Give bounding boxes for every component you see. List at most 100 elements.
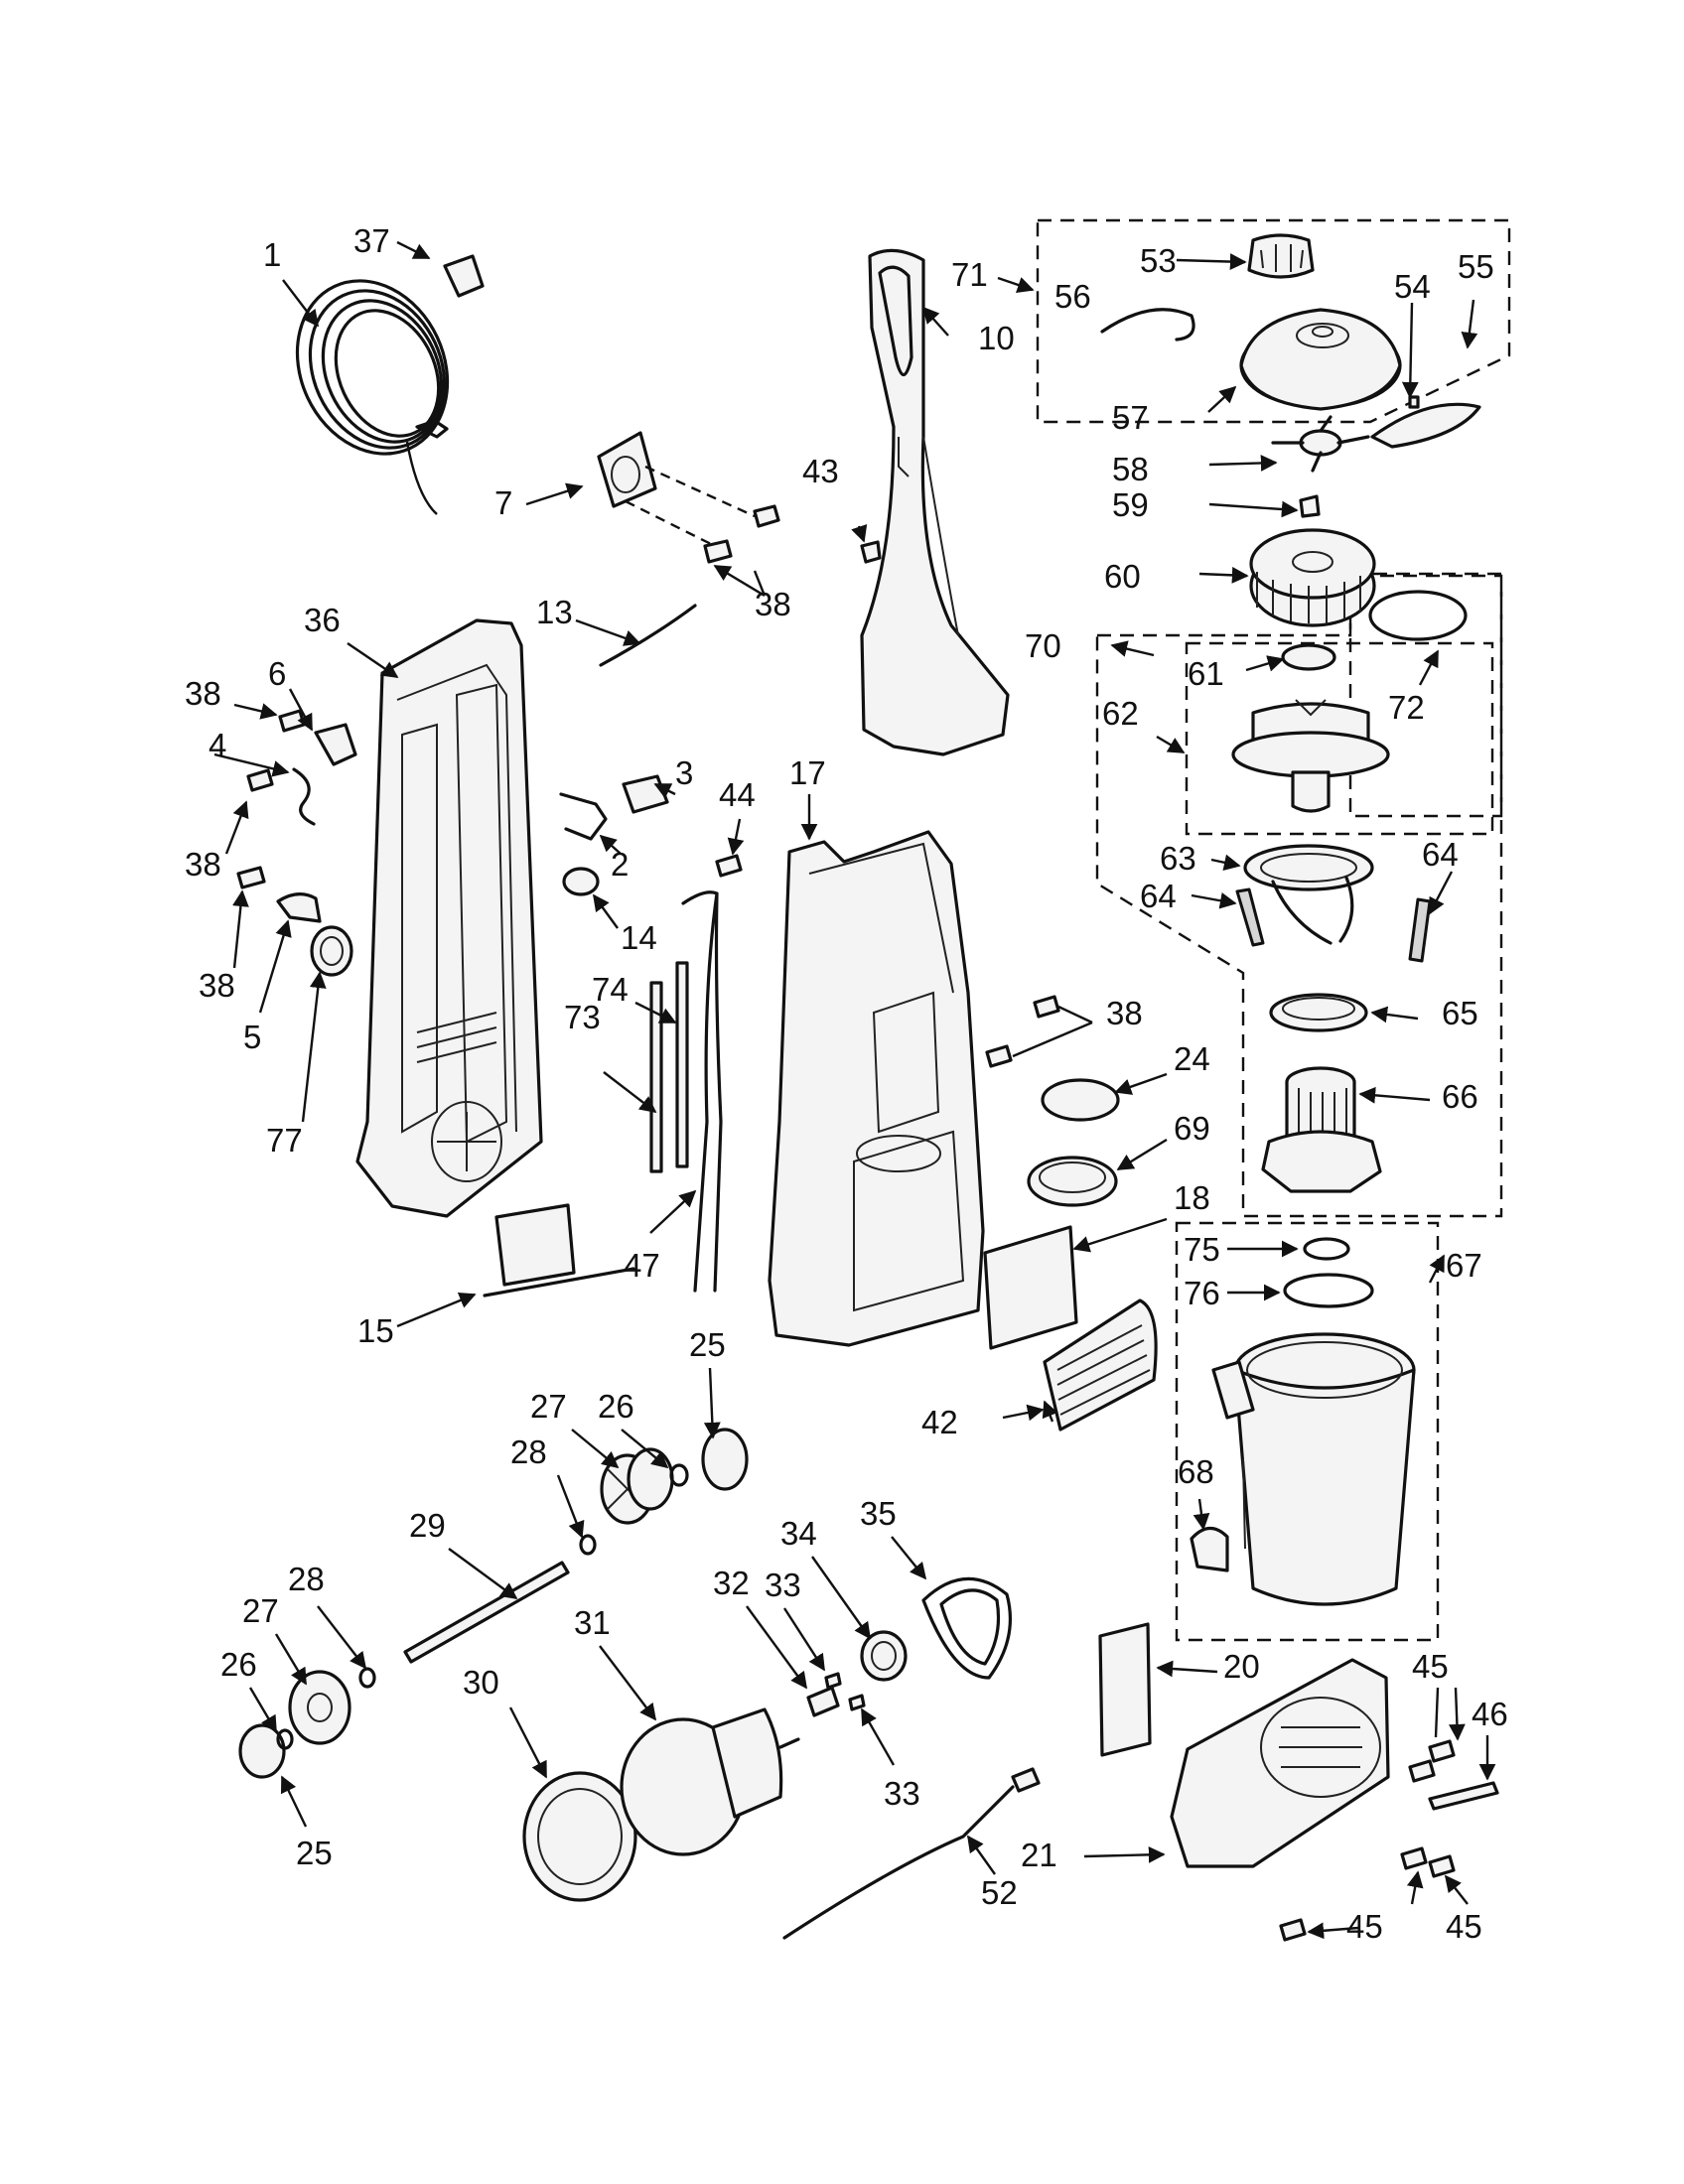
callout-42: 42 [921,1404,958,1440]
callout-30: 30 [463,1664,499,1701]
bracket-2 [559,792,608,841]
handle [860,248,1010,756]
callout-58: 58 [1112,451,1149,487]
callout-60: 60 [1104,558,1141,595]
callout-6: 6 [268,655,286,692]
screw-45b [1408,1759,1436,1783]
callout-74: 74 [592,971,629,1008]
screw-33a [824,1672,842,1690]
knob-77 [310,925,353,977]
callout-18: 18 [1174,1179,1210,1216]
screw-45a [1428,1739,1456,1763]
front-housing [768,830,985,1347]
callout-34: 34 [780,1515,817,1552]
grille-42 [1043,1298,1158,1432]
screw-45e [1279,1918,1307,1942]
callout-64a: 64 [1140,878,1177,914]
filter-66 [1261,1066,1382,1193]
holder-32 [806,1686,840,1717]
box-assembly-71 [1036,218,1511,424]
callout-45a: 45 [1412,1648,1449,1685]
callout-38a: 38 [185,675,221,712]
callout-67: 67 [1446,1247,1482,1284]
clip-6 [314,723,357,766]
callout-70: 70 [1025,627,1061,664]
callout-36: 36 [304,602,341,638]
callout-26a: 26 [598,1388,634,1425]
screw-59 [1299,494,1321,518]
callout-43: 43 [802,453,839,489]
spider-58 [1271,415,1370,473]
motor-housing-21 [1170,1658,1390,1868]
callout-66: 66 [1442,1078,1478,1115]
ring-65 [1269,993,1368,1032]
strip-64b [1408,897,1432,963]
callout-77: 77 [266,1122,303,1159]
callout-64b: 64 [1422,836,1459,873]
callout-75: 75 [1184,1231,1220,1268]
screw-33b [848,1694,866,1711]
callout-25a: 25 [689,1326,726,1363]
ring-61 [1281,643,1336,671]
callout-55: 55 [1458,248,1494,285]
cyclone-top-57 [1239,308,1402,411]
strip-46 [1428,1781,1499,1811]
plate-20 [1098,1622,1152,1757]
ring-69 [1027,1156,1118,1207]
callout-labels: 1 2 3 4 5 6 7 10 13 14 15 17 18 20 21 24… [185,222,1508,1945]
wire-52 [782,1767,1041,1940]
callout-54: 54 [1394,268,1431,305]
motor-31 [620,1707,800,1856]
hose-47 [681,890,723,1293]
callout-4: 4 [209,727,226,763]
callout-15: 15 [357,1312,394,1349]
callout-47: 47 [624,1247,660,1284]
callout-38d: 38 [755,586,791,622]
filter-24 [1041,1078,1120,1122]
callout-52: 52 [981,1874,1018,1911]
wire-nut [443,254,485,298]
callout-7: 7 [494,484,512,521]
screw-43 [860,540,882,564]
callout-33b: 33 [884,1775,920,1812]
leaders [213,240,1496,1940]
wire-13 [599,604,697,667]
callout-28a: 28 [510,1433,547,1470]
screw-38b [246,768,274,792]
callout-57: 57 [1112,399,1149,436]
latch-68 [1190,1526,1229,1572]
cap-34 [860,1630,908,1682]
callout-46: 46 [1472,1696,1508,1732]
callout-1: 1 [263,236,281,273]
callout-71: 71 [951,256,988,293]
box-assembly-70 [1095,574,1503,1218]
callout-31: 31 [574,1604,611,1641]
callout-35: 35 [860,1495,897,1532]
power-cord [295,279,450,515]
separator-62 [1231,699,1390,813]
ring-14 [562,867,600,896]
callout-24: 24 [1174,1040,1210,1077]
callout-32: 32 [713,1565,750,1601]
strip-64a [1235,887,1265,947]
screw-45c [1400,1846,1428,1870]
callout-69: 69 [1174,1110,1210,1147]
collar-63 [1243,844,1374,945]
clip-54 [1408,395,1420,409]
callout-27b: 27 [242,1592,279,1629]
callout-38e: 38 [1106,995,1143,1031]
callout-3: 3 [675,754,693,791]
callout-65: 65 [1442,995,1478,1031]
callout-10: 10 [978,320,1015,356]
callout-38b: 38 [185,846,221,883]
callout-62: 62 [1102,695,1139,732]
callout-63: 63 [1160,840,1196,877]
screw-38a [278,709,306,733]
callout-72: 72 [1388,689,1425,726]
ring-30 [522,1771,637,1902]
strip-74 [675,961,689,1168]
switch-bracket [597,431,780,564]
block-3 [622,774,669,814]
clip-5 [276,892,322,923]
